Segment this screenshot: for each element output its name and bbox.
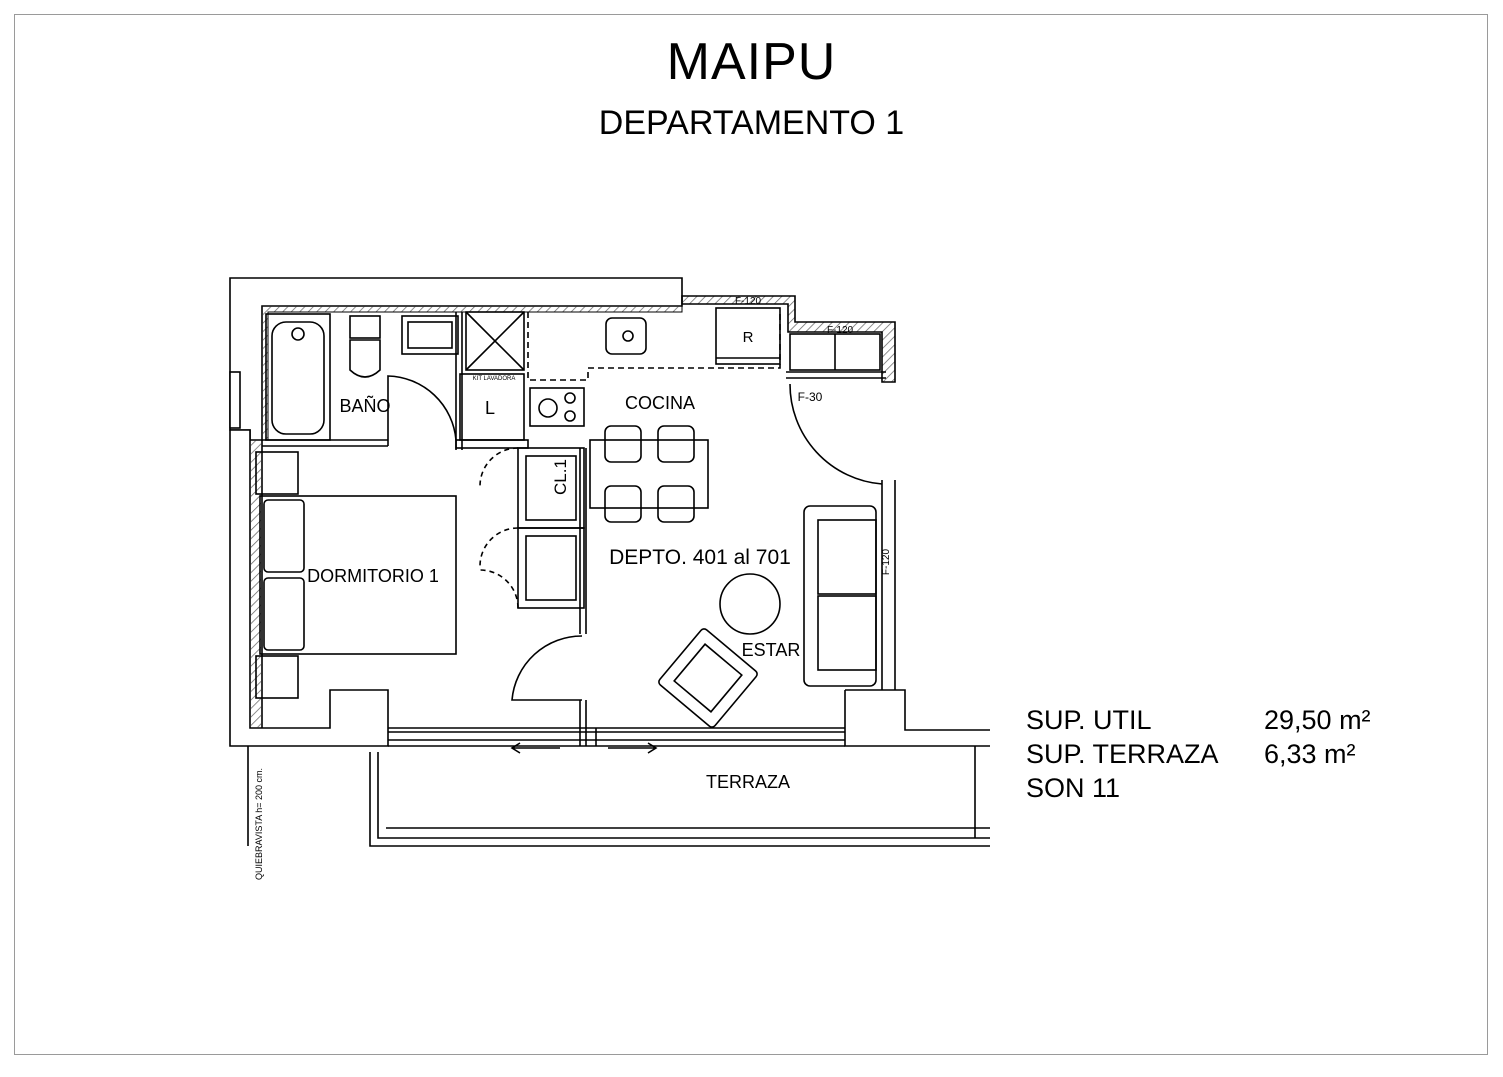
label-bedroom: DORMITORIO 1 (307, 566, 439, 586)
label-closet: CL.1 (551, 459, 570, 495)
slide-arrow-right (608, 742, 658, 754)
label-laundry: L (485, 398, 495, 418)
coffee-table (719, 573, 781, 635)
nightstand-top (255, 451, 299, 495)
right-bottom-wall (844, 689, 990, 747)
page-subtitle: DEPARTAMENTO 1 (598, 104, 905, 142)
kitchen-wall-hatch (681, 295, 896, 383)
window-tag-kitchen-top: F-120 (735, 296, 762, 307)
area-label-terrace: SUP. TERRAZA (1026, 739, 1219, 769)
bath-window (229, 371, 241, 429)
kitchen-door (789, 383, 883, 485)
bathtub (265, 313, 331, 441)
page-frame (14, 14, 1488, 1055)
dining-table (589, 439, 709, 509)
label-terrace: TERRAZA (706, 772, 790, 792)
kitchen-sink (605, 317, 647, 355)
label-living: ESTAR (742, 640, 801, 660)
laundry-kit (465, 311, 525, 371)
area-value-util: 29,50 m² (1264, 705, 1371, 735)
area-label-count: SON 11 (1026, 773, 1121, 803)
label-laundry-kit: KIT LAVADORA (473, 376, 516, 382)
bedroom-door (511, 635, 583, 701)
label-fridge: R (743, 329, 754, 346)
bed (259, 495, 457, 655)
label-unit-range: DEPTO. 401 al 701 (609, 546, 791, 569)
bath-sink (401, 315, 459, 355)
railing-note: QUIEBRAVISTA h= 200 cm. (254, 768, 264, 880)
window-tag-small: F-30 (798, 390, 823, 404)
armchair (658, 628, 758, 728)
stove (529, 387, 585, 427)
toilet (349, 315, 381, 339)
terrace-outline (369, 752, 990, 847)
area-value-terrace: 6,33 m² (1264, 739, 1356, 769)
label-kitchen: COCINA (625, 393, 695, 413)
window-tag-kitchen-right: F-120 (827, 325, 854, 336)
label-bath: BAÑO (339, 395, 390, 416)
area-label-util: SUP. UTIL (1026, 705, 1152, 735)
slide-arrow-left (510, 742, 560, 754)
window-tag-living-side: F-120 (881, 549, 892, 576)
bath-door (387, 375, 457, 446)
nightstand-bottom (255, 655, 299, 699)
fridge (715, 307, 781, 365)
page-title: MAIPU (666, 33, 837, 91)
